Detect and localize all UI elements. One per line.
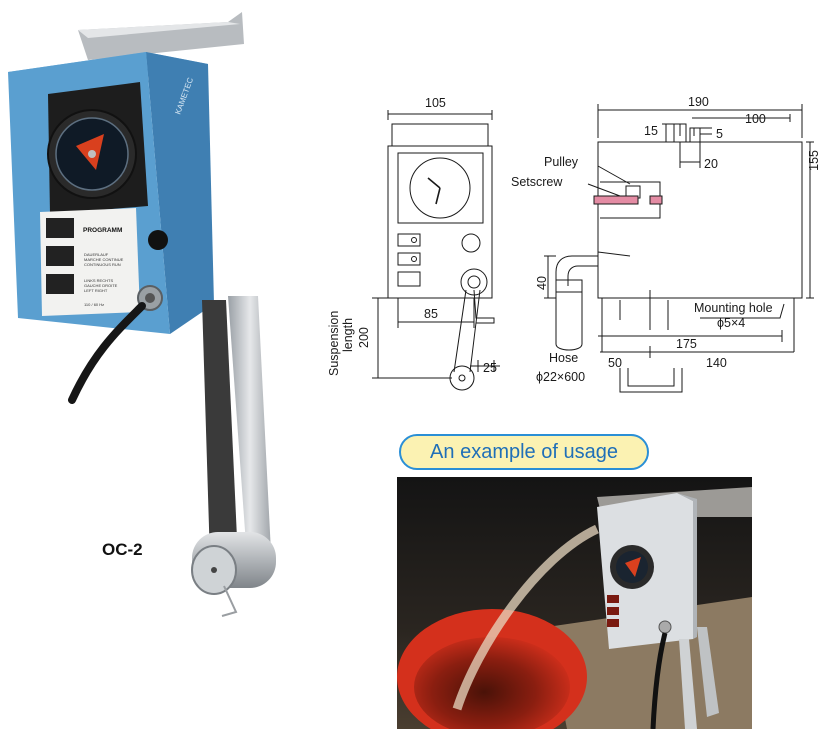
panel-mode-line-2: MARCHE CONTINUE <box>84 257 124 262</box>
dim-175: 175 <box>676 337 697 351</box>
panel-spec-line: 110 / 60 Hz <box>84 302 104 307</box>
dim-total-190: 190 <box>688 95 709 109</box>
front-view-button <box>461 233 481 253</box>
hose-callout: Hose <box>549 351 578 365</box>
power-cable <box>68 302 146 404</box>
mounting-hole-spec: ϕ5×4 <box>717 316 745 330</box>
dim-15: 15 <box>644 124 658 138</box>
hose <box>452 524 599 711</box>
mode-switch-1 <box>46 218 74 238</box>
dim-20: 20 <box>704 157 718 171</box>
dim-hole-85: 85 <box>424 307 438 321</box>
dim-top-100: 100 <box>745 112 766 126</box>
mode-switch-2 <box>46 246 74 266</box>
dim-width-105: 105 <box>425 96 446 110</box>
dim-50: 50 <box>608 356 622 370</box>
panel-title: PROGRAMM <box>83 227 122 234</box>
dim-140: 140 <box>706 356 727 370</box>
suspension-label-line1: Suspension <box>327 311 341 376</box>
pulley-callout: Pulley <box>544 155 579 169</box>
setscrew-plate <box>593 195 639 205</box>
dim-pulley-25: 25 <box>483 361 497 375</box>
usage-heading: An example of usage <box>399 434 649 470</box>
hose-spec: ϕ22×600 <box>536 370 585 384</box>
dim-5: 5 <box>716 127 723 141</box>
mode-switch-3 <box>46 274 74 294</box>
panel-mode-line-1: DAUERLAUF <box>84 252 109 257</box>
technical-drawing: 105 85 25 200 Suspension length 190 100 … <box>327 95 821 393</box>
front-view-top-cap <box>391 123 489 147</box>
belt-dark <box>202 300 238 560</box>
front-view-pulley <box>449 365 475 391</box>
product-photo: KAMETEC PROGRAMM DAUERLAUF MARCHE CONTIN… <box>8 12 276 617</box>
panel-direction-line-2: GAUCHE DROITE <box>84 283 118 288</box>
panel-direction-line-1: LINKS RECHTS <box>84 278 113 283</box>
model-label: OC-2 <box>102 540 143 559</box>
panel-mode-line-3: CONTINUOUS RUN <box>84 262 121 267</box>
dim-suspension-200: 200 <box>357 327 371 348</box>
front-view-clock-window <box>397 152 484 224</box>
dim-height-155: 155 <box>807 150 821 171</box>
belt-light <box>228 296 272 572</box>
front-view-dial <box>409 157 471 219</box>
dim-40: 40 <box>535 276 549 290</box>
side-view-body <box>597 141 803 299</box>
panel-direction-line-3: LEFT RIGHT <box>84 288 108 293</box>
suspension-label-line2: length <box>341 318 355 352</box>
setscrew-callout: Setscrew <box>511 175 563 189</box>
mounting-hole-callout: Mounting hole <box>694 301 773 315</box>
usage-photo <box>397 477 752 729</box>
round-button <box>148 230 168 250</box>
front-view-body <box>387 145 493 299</box>
